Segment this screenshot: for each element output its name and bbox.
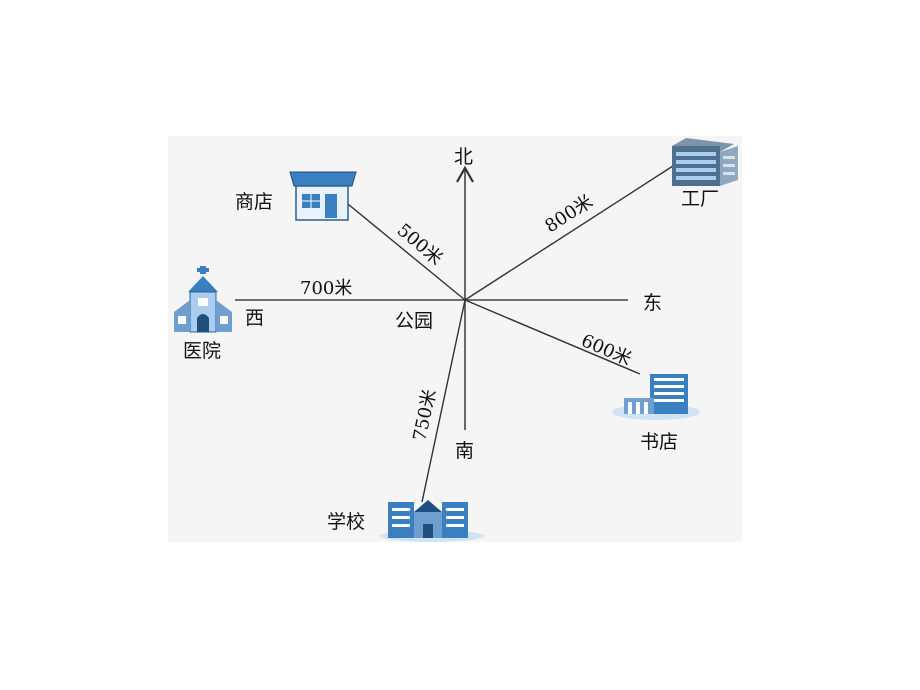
north-label: 北: [454, 146, 473, 168]
route-bookstore: [464, 299, 641, 375]
hospital-label: 医院: [183, 340, 221, 362]
west-label: 西: [245, 307, 264, 329]
north-arrow: [456, 165, 474, 183]
south-label: 南: [455, 440, 474, 462]
diagram-panel: [168, 136, 742, 542]
bookstore-label: 书店: [640, 431, 678, 453]
route-factory: [464, 163, 677, 301]
shop-label: 商店: [235, 191, 273, 213]
route-shop: [342, 199, 466, 301]
east-label: 东: [643, 292, 662, 314]
distance-bookstore: 600米: [578, 330, 634, 370]
route-school: [421, 299, 466, 503]
distance-hospital: 700米: [300, 278, 352, 299]
shop-icon: [289, 171, 357, 221]
factory-icon: [672, 138, 738, 186]
park-label: 公园: [395, 310, 433, 332]
bookstore-icon: [612, 374, 700, 420]
factory-label: 工厂: [681, 188, 719, 210]
distance-factory: 800米: [541, 191, 596, 237]
hospital-icon: [174, 266, 232, 333]
school-icon: [380, 500, 484, 542]
school-label: 学校: [327, 511, 365, 533]
